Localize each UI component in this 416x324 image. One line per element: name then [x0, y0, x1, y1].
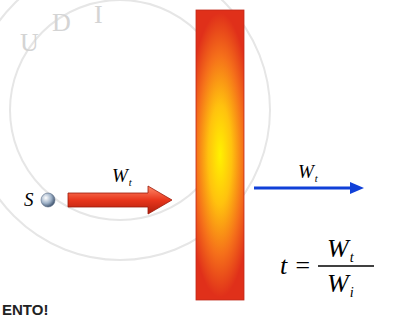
watermark-letter: I: [94, 2, 103, 28]
formula-lhs: t =: [280, 253, 311, 279]
formula-numerator: Wt: [327, 236, 354, 262]
transmitted-power-label: Wt: [298, 162, 318, 181]
incident-power-label: Wt: [112, 166, 132, 185]
watermark-letter: U: [20, 30, 39, 56]
source-label: S: [24, 190, 34, 209]
incident-arrow: [68, 186, 172, 214]
transmitted-arrow: [254, 182, 364, 194]
absorbing-slab: [196, 10, 244, 300]
watermark-letter: D: [52, 10, 71, 36]
fraction-bar: [318, 265, 374, 266]
source-sphere: [41, 193, 55, 207]
formula-denominator: Wi: [327, 271, 354, 297]
caption-fragment: ENTO!: [2, 302, 48, 317]
